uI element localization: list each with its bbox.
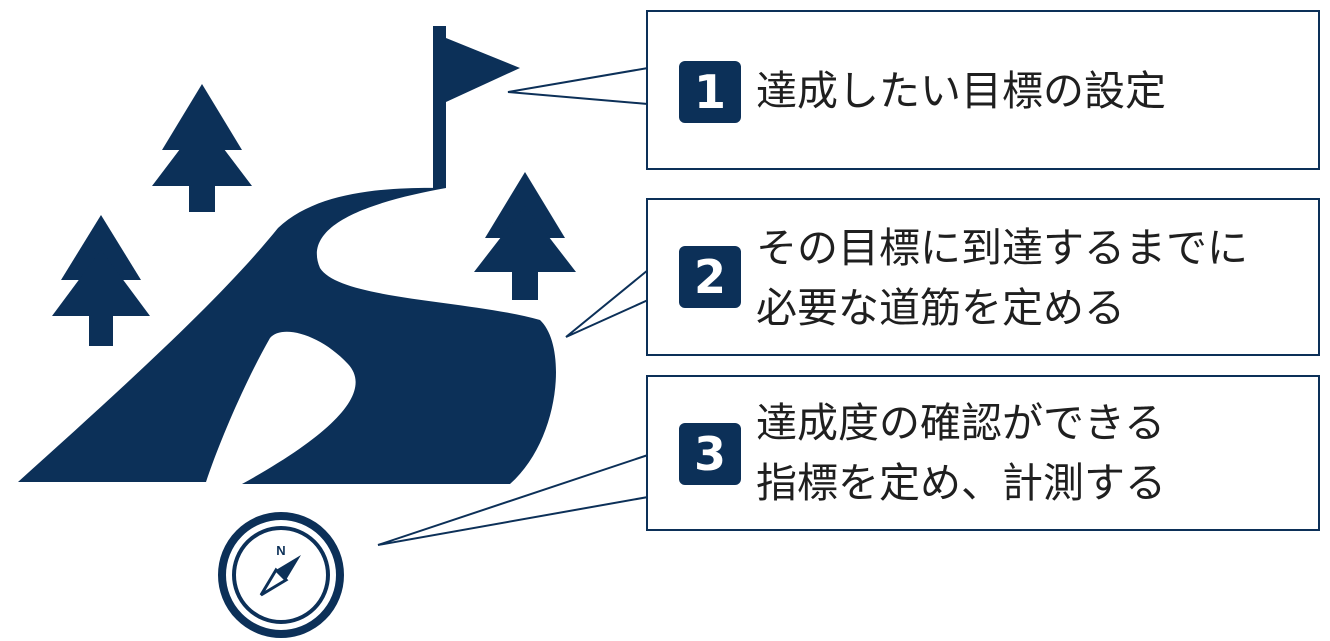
compass-needle	[276, 555, 301, 580]
step-3-number-badge: 3	[679, 423, 741, 485]
step-2-text: その目標に到達するまでに 必要な道筋を定める	[756, 218, 1248, 338]
step-2-number-badge: 2	[679, 246, 741, 308]
step-3-text: 達成度の確認ができる 指標を定め、計測する	[756, 393, 1166, 513]
pine-tree-icon	[474, 172, 576, 300]
pine-tree-icon	[152, 84, 252, 212]
step-2-line-2: 必要な道筋を定める	[756, 284, 1125, 332]
compass-north-label: N	[276, 543, 285, 558]
compass-needle-tail	[259, 567, 289, 597]
callout-pointer-1	[507, 66, 649, 106]
step-3-line-1: 達成度の確認ができる	[756, 399, 1166, 447]
step-2-box: 2 その目標に到達するまでに 必要な道筋を定める	[646, 198, 1320, 356]
step-1-number-badge: 1	[679, 61, 741, 123]
step-1-text: 達成したい目標の設定	[756, 61, 1166, 121]
step-1-line-1: 達成したい目標の設定	[756, 67, 1166, 115]
step-3-line-2: 指標を定め、計測する	[756, 459, 1166, 507]
step-2-line-1: その目標に到達するまでに	[756, 224, 1248, 272]
step-1-box: 1 達成したい目標の設定	[646, 10, 1320, 170]
pine-tree-icon	[52, 215, 150, 346]
goal-flag-icon	[433, 26, 520, 188]
callout-pointer-2	[565, 267, 649, 338]
step-3-box: 3 達成度の確認ができる 指標を定め、計測する	[646, 375, 1320, 531]
winding-road-icon	[18, 187, 556, 484]
compass-icon: N	[218, 512, 344, 638]
